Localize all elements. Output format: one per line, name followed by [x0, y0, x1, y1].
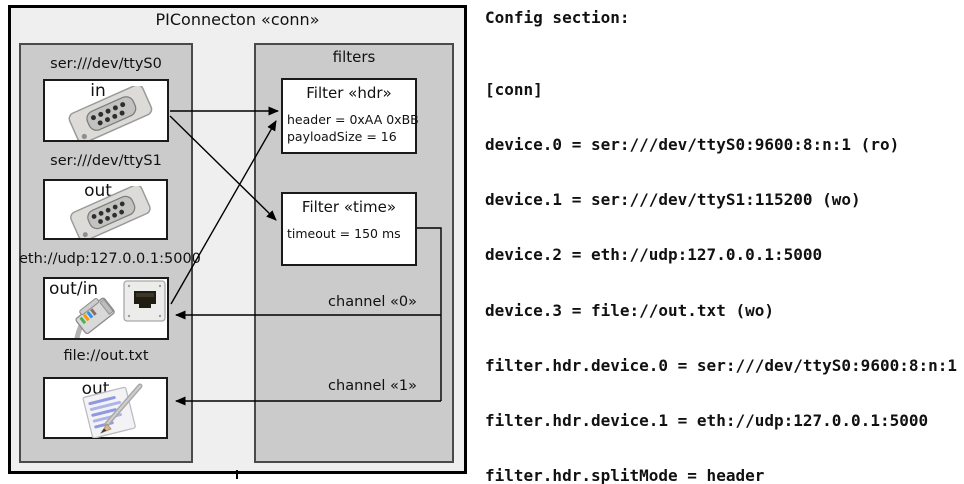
config-section-body: [conn] device.0 = ser:///dev/ttyS0:9600:… [485, 44, 964, 484]
device-uri-ttys1: ser:///dev/ttyS1 [50, 153, 162, 169]
config-line: filter.hdr.device.0 = ser:///dev/ttyS0:9… [485, 355, 958, 375]
config-line: device.3 = file://out.txt (wo) [485, 300, 774, 320]
diagram-title: PIConnecton «conn» [155, 10, 320, 29]
device-uri-eth: eth://udp:127.0.0.1:5000 [19, 251, 201, 267]
config-line: device.0 = ser:///dev/ttyS0:9600:8:n:1 (… [485, 135, 900, 155]
channel-1-label: channel «1» [328, 378, 417, 394]
config-line: device.2 = eth://udp:127.0.0.1:5000 [485, 245, 823, 265]
filters-panel-label: filters [332, 48, 376, 66]
filter-hdr-title: Filter «hdr» [306, 84, 392, 102]
config-line: [conn] [485, 79, 543, 99]
device-direction-ttys0: in [90, 81, 106, 101]
serial-connector-icon [70, 186, 151, 238]
device-direction-ttys1: out [84, 181, 112, 201]
ethernet-plug-icon [74, 280, 166, 338]
config-section-heading: Config section: [485, 8, 630, 27]
ethernet-port-icon [123, 280, 166, 322]
filter-time-prop-timeout: timeout = 150 ms [287, 226, 401, 241]
device-direction-eth: out/in [49, 279, 99, 299]
serial-connector-icon [68, 86, 153, 140]
filter-card-hdr [281, 78, 417, 154]
filter-time-title: Filter «time» [301, 198, 397, 216]
filter-hdr-prop-header: header = 0xAA 0xBB [287, 112, 419, 127]
channel-0-label: channel «0» [328, 294, 417, 310]
device-uri-ttys0: ser:///dev/ttyS0 [50, 56, 162, 72]
filter-hdr-prop-payloadsize: payloadSize = 16 [287, 129, 397, 144]
filter-card-time [281, 192, 417, 266]
config-line: device.1 = ser:///dev/ttyS1:115200 (wo) [485, 190, 861, 210]
config-line: filter.hdr.splitMode = header [485, 466, 765, 484]
config-line: filter.hdr.device.1 = eth://udp:127.0.0.… [485, 411, 929, 431]
notepad-icon [82, 383, 143, 438]
bottom-border-notch [236, 470, 238, 479]
device-uri-file: file://out.txt [63, 348, 149, 364]
